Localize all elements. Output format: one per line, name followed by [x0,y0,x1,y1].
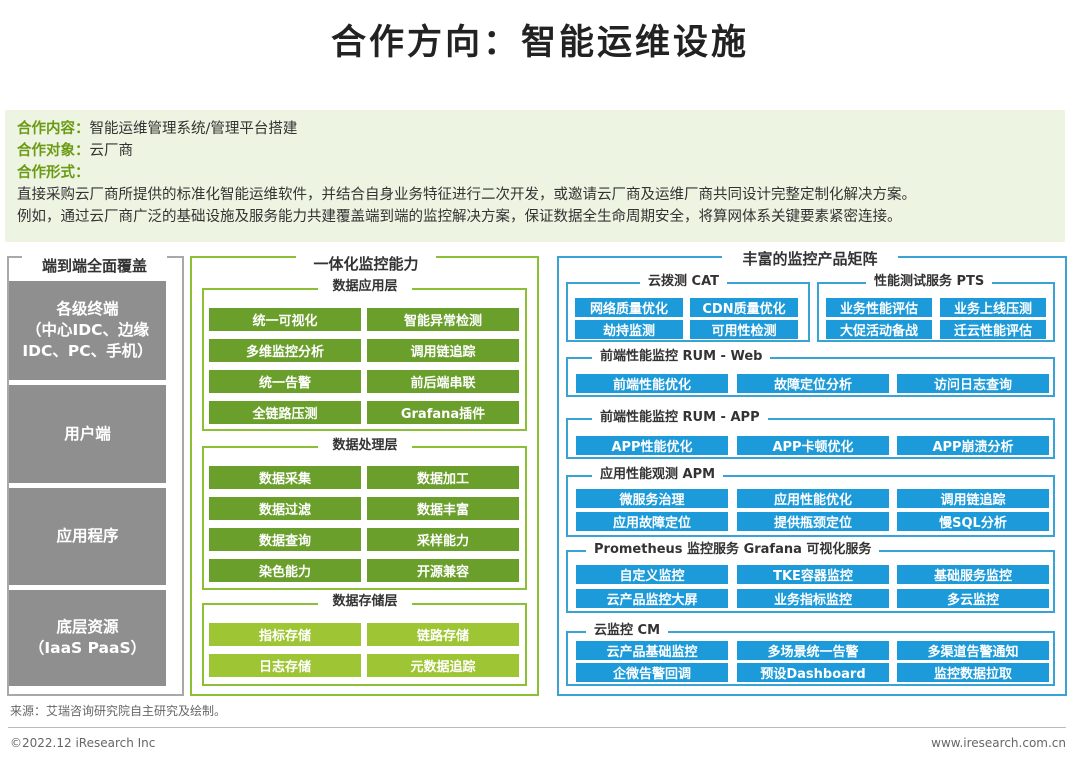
app-layer-title: 数据应用层 [318,278,412,296]
apm-item: 应用故障定位 [576,512,728,531]
cm-group [566,631,1055,686]
apm-item: 调用链追踪 [897,489,1049,508]
cm-item: 企微告警回调 [576,663,728,682]
cm-item: 多场景统一告警 [737,641,889,660]
prometheus-item: 业务指标监控 [737,589,889,608]
rum-app-title: 前端性能监控 RUM - APP [592,409,768,427]
rum-app-group [566,418,1055,459]
proc-layer-title: 数据处理层 [318,437,412,455]
cat-item: CDN质量优化 [690,298,798,317]
source-note: 来源：艾瑞咨询研究院自主研究及绘制。 [10,704,227,718]
capability-header: 一体化监控能力 [296,254,436,274]
form-paragraph-2: 例如，通过云厂商广泛的基础设施及服务能力共建覆盖端到端的监控解决方案，保证数据全… [17,209,902,225]
apm-title: 应用性能观测 APM [592,466,724,484]
app-layer-item: 多维监控分析 [209,339,361,362]
apm-item: 应用性能优化 [737,489,889,508]
copyright: ©2022.12 iResearch Inc [10,736,156,750]
cat-item: 可用性检测 [690,320,798,339]
proc-layer-item: 数据过滤 [209,497,361,520]
cm-title: 云监控 CM [586,622,669,640]
pts-item: 迁云性能评估 [940,320,1046,339]
coverage-item-terminals: 各级终端 （中心IDC、边缘 IDC、PC、手机） [9,281,166,380]
store-layer-item: 指标存储 [209,623,361,646]
cm-item: 云产品基础监控 [576,641,728,660]
coverage-item-user: 用户端 [9,385,166,483]
proc-layer-item: 数据加工 [367,466,519,489]
page-title: 合作方向：智能运维设施 [330,23,749,63]
cm-item: 监控数据拉取 [897,663,1049,682]
website-link[interactable]: www.iresearch.com.cn [931,736,1066,750]
app-layer-item: 调用链追踪 [367,339,519,362]
prometheus-title: Prometheus 监控服务 Grafana 可视化服务 [586,541,880,559]
app-layer-item: Grafana插件 [367,401,519,424]
footer-divider [8,727,1066,728]
coverage-item-application: 应用程序 [9,488,166,585]
app-layer-item: 智能异常检测 [367,308,519,331]
rum-web-item: 访问日志查询 [897,374,1049,393]
rum-web-item: 故障定位分析 [737,374,889,393]
form-label: 合作形式： [17,165,90,181]
cat-title: 云拨测 CAT [640,273,727,291]
apm-item: 提供瓶颈定位 [737,512,889,531]
proc-layer-item: 数据采集 [209,466,361,489]
apm-item: 慢SQL分析 [897,512,1049,531]
rum-app-item: APP性能优化 [576,436,728,455]
pts-item: 大促活动备战 [826,320,932,339]
proc-layer-item: 染色能力 [209,559,361,582]
prometheus-item: 云产品监控大屏 [576,589,728,608]
cat-item: 劫持监测 [575,320,683,339]
pts-item: 业务性能评估 [826,298,932,317]
form-paragraph-1: 直接采购云厂商所提供的标准化智能运维软件，并结合自身业务特征进行二次开发，或邀请… [17,187,916,203]
cat-item: 网络质量优化 [575,298,683,317]
proc-layer-item: 数据丰富 [367,497,519,520]
rum-web-group [566,357,1055,397]
pts-title: 性能测试服务 PTS [866,273,993,291]
pts-item: 业务上线压测 [940,298,1046,317]
app-layer-item: 统一可视化 [209,308,361,331]
store-layer-item: 链路存储 [367,623,519,646]
cm-item: 预设Dashboard [737,663,889,682]
cm-item: 多渠道告警通知 [897,641,1049,660]
content-value: 智能运维管理系统/管理平台搭建 [89,121,298,137]
target-value: 云厂商 [89,143,134,159]
apm-group [566,475,1055,537]
prometheus-item: TKE容器监控 [737,565,889,584]
proc-layer-item: 采样能力 [367,528,519,551]
apm-item: 微服务治理 [576,489,728,508]
store-layer-item: 元数据追踪 [367,654,519,677]
app-layer-item: 统一告警 [209,370,361,393]
app-layer-item: 前后端串联 [367,370,519,393]
store-layer-item: 日志存储 [209,654,361,677]
rum-web-title: 前端性能监控 RUM - Web [592,348,771,366]
content-label: 合作内容： [17,121,90,137]
rum-app-item: APP崩溃分析 [897,436,1049,455]
rum-app-item: APP卡顿优化 [737,436,889,455]
rum-web-item: 前端性能优化 [576,374,728,393]
coverage-header: 端到端全面覆盖 [22,256,167,276]
cooperation-intro: 合作内容：智能运维管理系统/管理平台搭建 合作对象：云厂商 合作形式： 直接采购… [5,110,1065,242]
prometheus-item: 自定义监控 [576,565,728,584]
proc-layer-item: 数据查询 [209,528,361,551]
prometheus-item: 多云监控 [897,589,1049,608]
target-label: 合作对象： [17,143,90,159]
coverage-item-infrastructure: 底层资源 （IaaS PaaS） [9,590,166,686]
prometheus-item: 基础服务监控 [897,565,1049,584]
store-layer-title: 数据存储层 [318,593,412,611]
app-layer-item: 全链路压测 [209,401,361,424]
proc-layer-item: 开源兼容 [367,559,519,582]
product-matrix-header: 丰富的监控产品矩阵 [722,249,898,269]
